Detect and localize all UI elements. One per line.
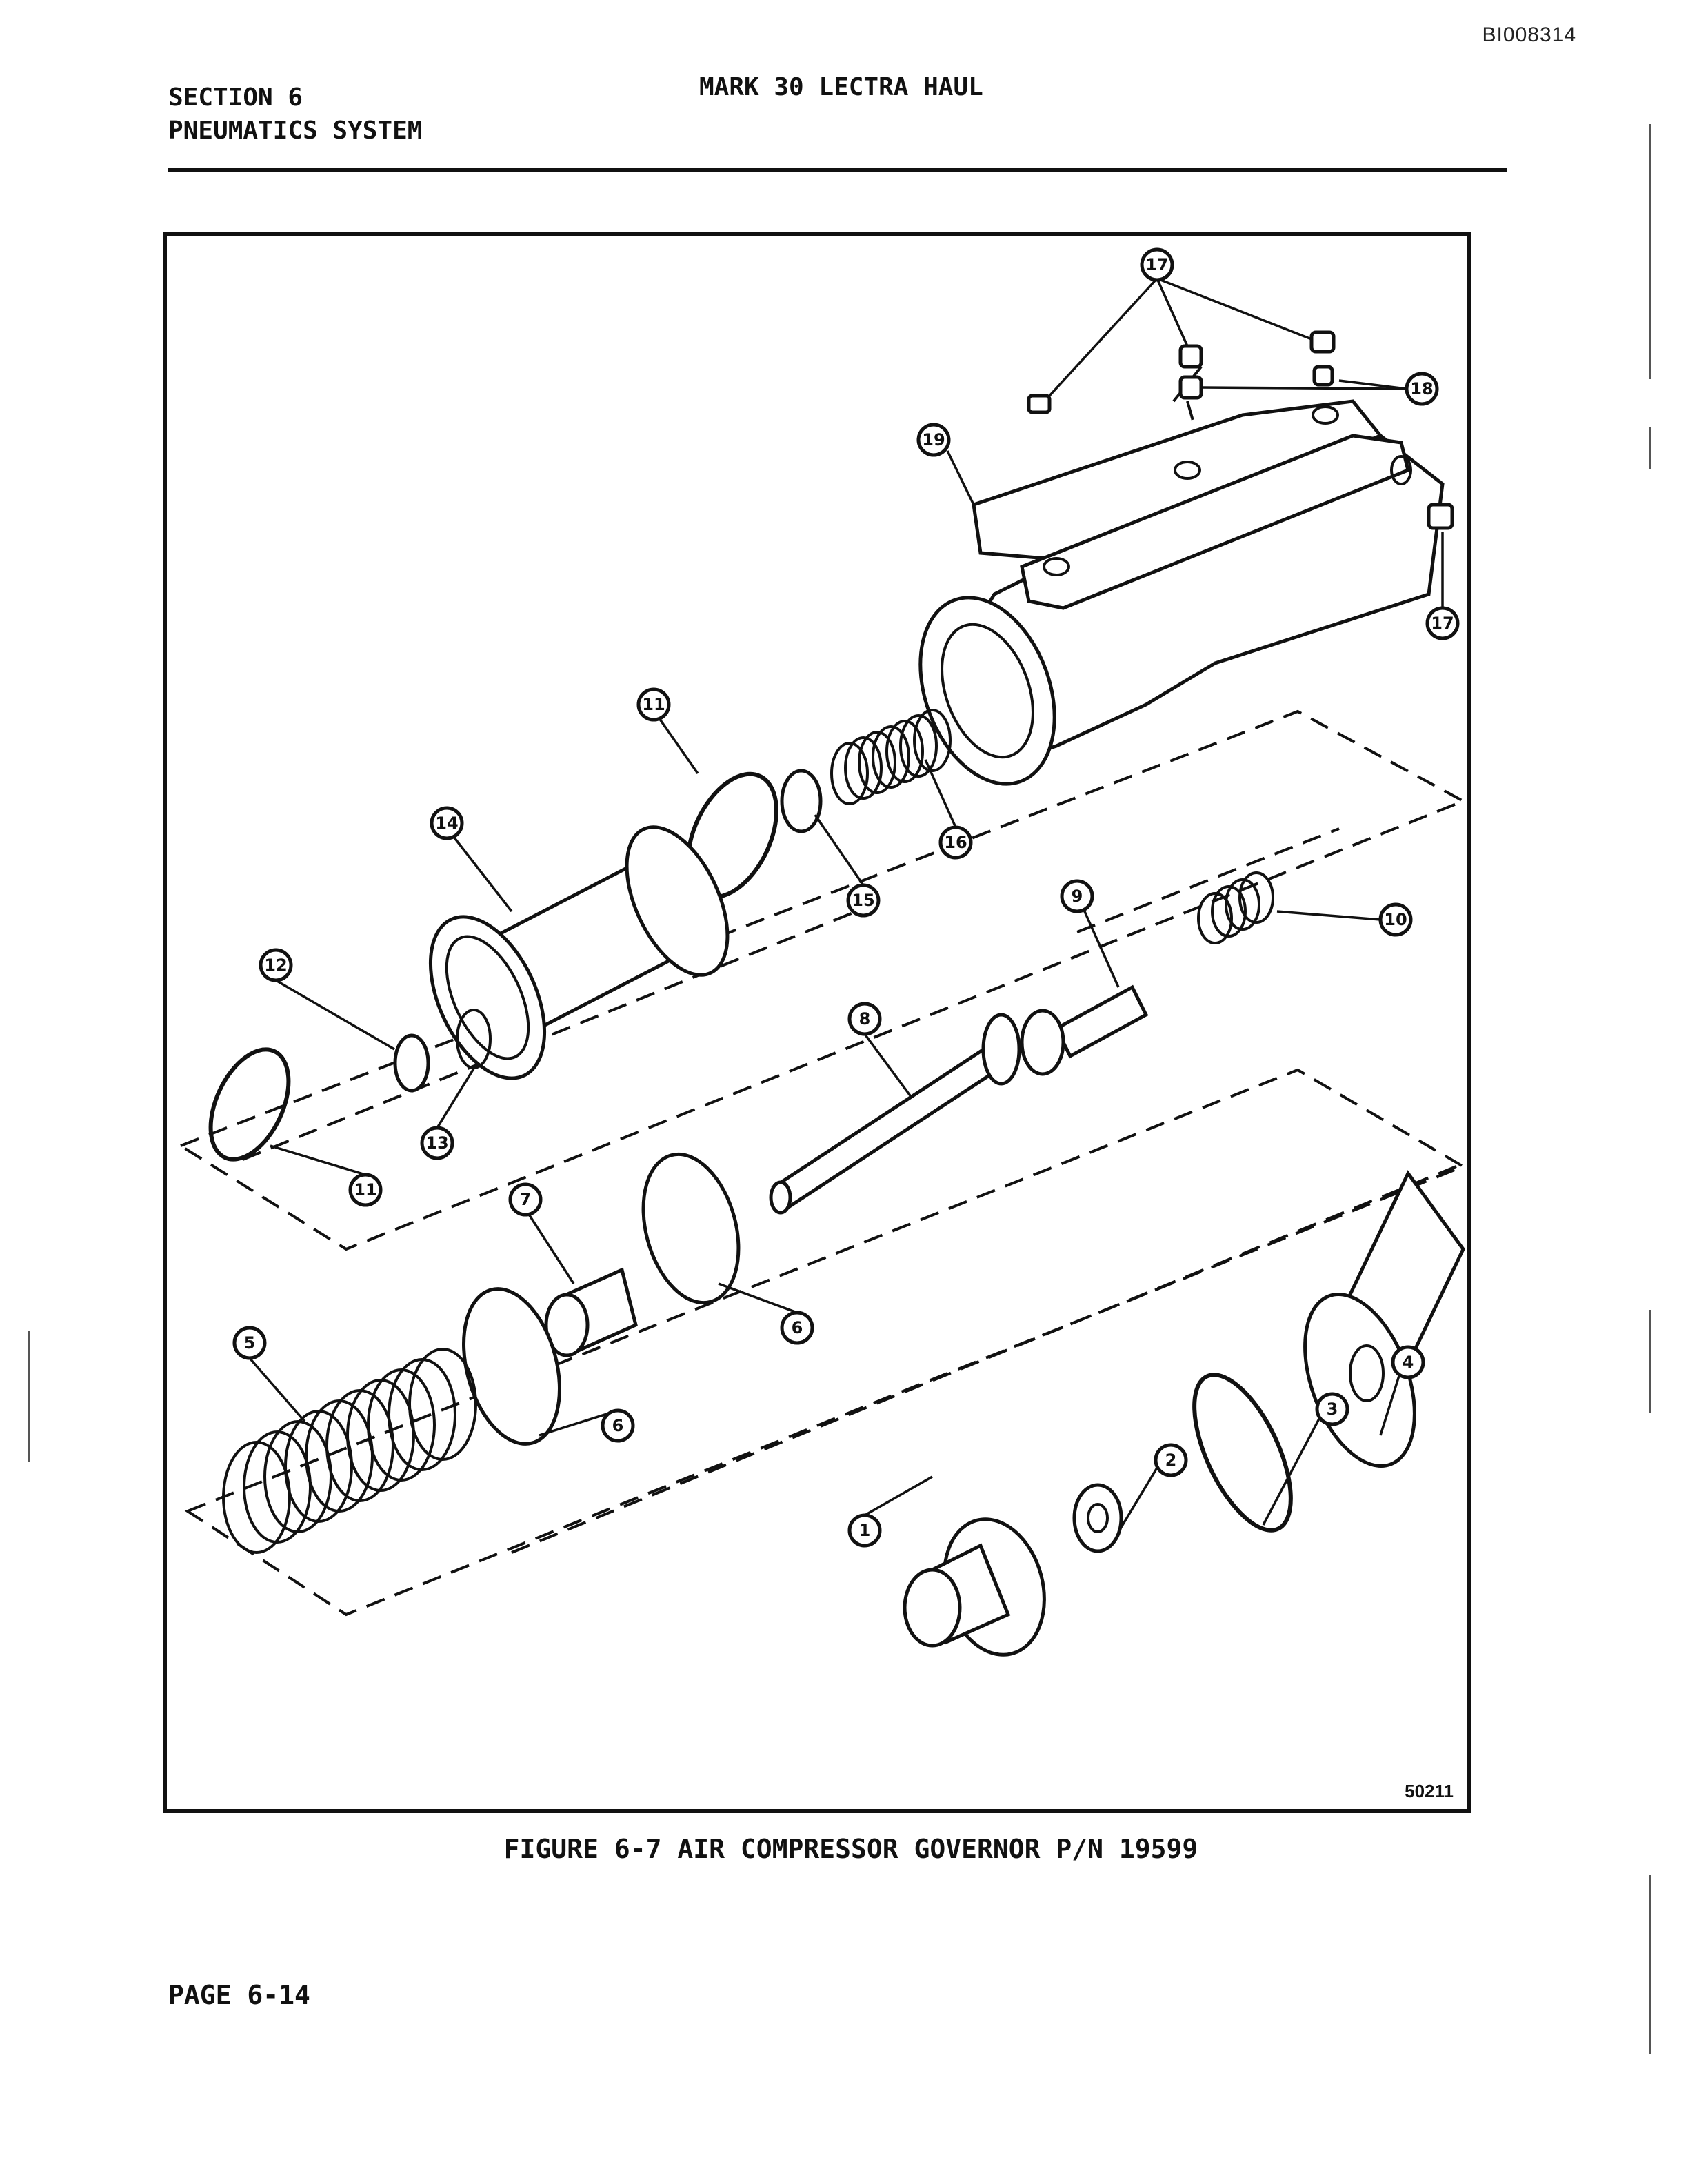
exploded-view-drawing: 17 18 19 17 11 16 15 14 10 9 12 8 13 11 … bbox=[177, 247, 1467, 1657]
svg-text:5: 5 bbox=[244, 1333, 256, 1353]
svg-text:17: 17 bbox=[1145, 255, 1168, 274]
svg-text:11: 11 bbox=[642, 695, 665, 714]
callout-14: 14 bbox=[430, 806, 464, 840]
margin-mark bbox=[1649, 1875, 1651, 2054]
bolts bbox=[1027, 330, 1454, 530]
margin-mark bbox=[1649, 124, 1651, 379]
callout-12: 12 bbox=[259, 948, 293, 982]
stem-8 bbox=[769, 1013, 1021, 1215]
svg-text:1: 1 bbox=[859, 1521, 871, 1540]
manual-title: MARK 30 LECTRA HAUL bbox=[699, 73, 983, 101]
upper-group-outline bbox=[177, 709, 1467, 1251]
governor-body bbox=[918, 399, 1445, 786]
spring-10 bbox=[1197, 871, 1274, 944]
svg-text:6: 6 bbox=[792, 1318, 803, 1337]
callout-10: 10 bbox=[1378, 902, 1413, 937]
callout-15: 15 bbox=[846, 883, 881, 918]
margin-mark bbox=[1649, 427, 1651, 469]
plate-6-lower bbox=[462, 1287, 561, 1446]
valve-9 bbox=[1020, 984, 1149, 1076]
margin-mark bbox=[28, 1331, 30, 1462]
callout-17-top: 17 bbox=[1140, 247, 1174, 282]
callout-18: 18 bbox=[1405, 372, 1439, 406]
svg-text:19: 19 bbox=[922, 430, 945, 449]
callout-9: 9 bbox=[1060, 879, 1094, 913]
svg-text:14: 14 bbox=[435, 813, 458, 833]
callout-6-upper: 6 bbox=[780, 1311, 814, 1345]
adjusting-nut-1 bbox=[903, 1517, 1046, 1657]
svg-text:3: 3 bbox=[1327, 1399, 1338, 1419]
callout-16: 16 bbox=[938, 825, 973, 860]
plate-6-upper bbox=[641, 1152, 741, 1305]
callout-11-upper: 11 bbox=[636, 687, 671, 722]
section-header: SECTION 6 PNEUMATICS SYSTEM bbox=[168, 81, 422, 148]
o-ring-11-lower bbox=[208, 1047, 291, 1162]
svg-text:8: 8 bbox=[859, 1009, 871, 1029]
callout-8: 8 bbox=[847, 1002, 882, 1036]
callout-2: 2 bbox=[1154, 1443, 1188, 1477]
svg-text:11: 11 bbox=[354, 1180, 376, 1200]
margin-mark bbox=[1649, 1310, 1651, 1413]
svg-text:15: 15 bbox=[852, 891, 874, 910]
retainer-15 bbox=[780, 769, 823, 833]
centerline-upper-right bbox=[1076, 827, 1340, 933]
callout-4: 4 bbox=[1391, 1345, 1425, 1379]
callout-7: 7 bbox=[508, 1182, 543, 1217]
callout-5: 5 bbox=[232, 1326, 267, 1360]
callout-1: 1 bbox=[847, 1513, 882, 1548]
washer-12 bbox=[393, 1033, 430, 1093]
svg-text:13: 13 bbox=[425, 1133, 448, 1153]
snap-ring-3 bbox=[1192, 1373, 1293, 1533]
section-label: SECTION 6 bbox=[168, 83, 303, 112]
callout-3: 3 bbox=[1315, 1392, 1349, 1426]
nut-2 bbox=[1072, 1483, 1123, 1553]
svg-text:12: 12 bbox=[264, 956, 287, 975]
seat-7 bbox=[544, 1267, 638, 1357]
page-number: PAGE 6-14 bbox=[168, 1980, 310, 2010]
figure-frame: 17 18 19 17 11 16 15 14 10 9 12 8 13 11 … bbox=[163, 232, 1471, 1813]
callout-11-lower: 11 bbox=[348, 1173, 383, 1207]
subsection-label: PNEUMATICS SYSTEM bbox=[168, 117, 423, 145]
lower-group-outline bbox=[184, 1068, 1467, 1617]
svg-text:9: 9 bbox=[1072, 887, 1083, 906]
svg-text:18: 18 bbox=[1410, 379, 1433, 398]
svg-text:7: 7 bbox=[520, 1190, 532, 1209]
callout-17-side: 17 bbox=[1425, 606, 1460, 640]
svg-text:10: 10 bbox=[1384, 910, 1407, 929]
svg-text:2: 2 bbox=[1165, 1450, 1177, 1470]
callout-13: 13 bbox=[420, 1126, 454, 1160]
callout-19: 19 bbox=[916, 423, 951, 457]
callout-6-lower: 6 bbox=[601, 1408, 635, 1443]
svg-text:6: 6 bbox=[612, 1416, 624, 1435]
document-id: BI008314 bbox=[1482, 23, 1576, 46]
drawing-number: 50211 bbox=[1405, 1781, 1454, 1801]
svg-text:17: 17 bbox=[1431, 614, 1454, 633]
spring-5 bbox=[222, 1348, 477, 1554]
spring-16 bbox=[830, 709, 952, 805]
sleeve-14 bbox=[428, 825, 730, 1080]
centerline-upper bbox=[242, 910, 857, 1161]
header-divider bbox=[168, 168, 1507, 172]
svg-text:4: 4 bbox=[1403, 1353, 1414, 1372]
centerline-lower bbox=[511, 1165, 1457, 1554]
figure-caption: FIGURE 6-7 AIR COMPRESSOR GOVERNOR P/N 1… bbox=[503, 1834, 1198, 1864]
svg-text:16: 16 bbox=[944, 833, 967, 852]
